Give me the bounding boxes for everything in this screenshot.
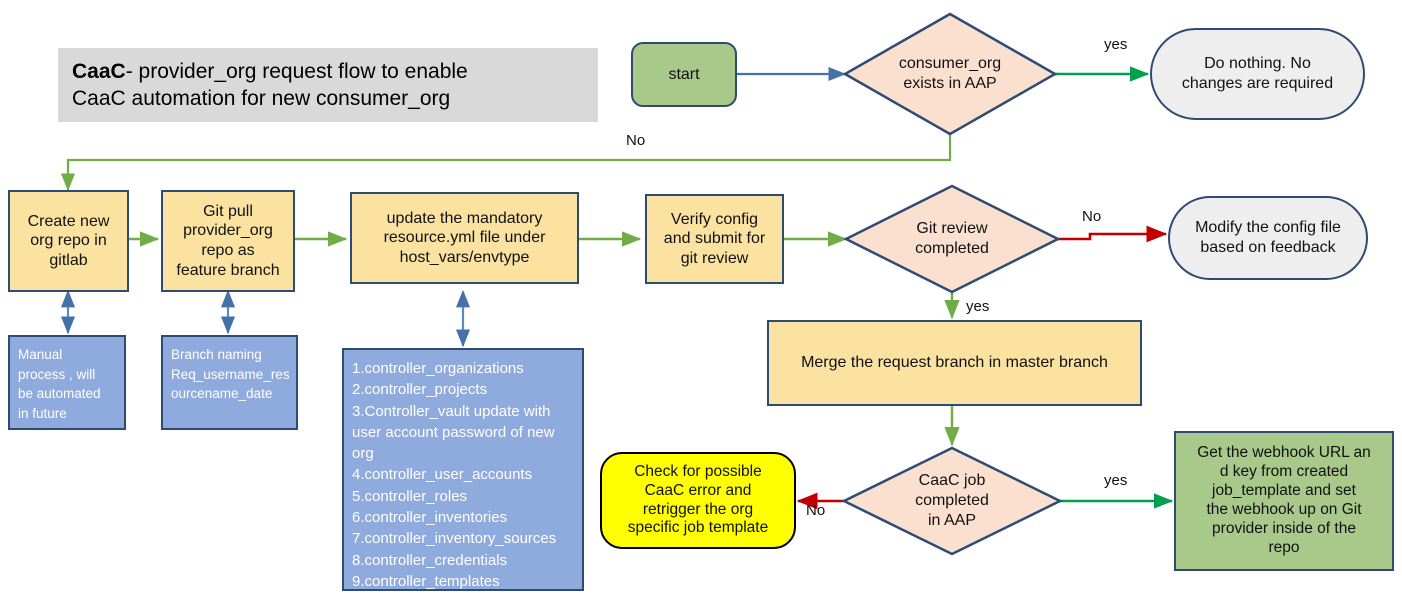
title-bold-caac: CaaC — [72, 59, 126, 83]
list-item: 4.controller_user_accounts — [352, 466, 533, 484]
list-item: 8.controller_credentials — [352, 551, 508, 569]
list-item: 9.controller_templates — [352, 572, 500, 590]
node-create-repo[interactable]: Create new org repo in gitlab — [8, 190, 129, 292]
edge-label-no-caac: No — [806, 502, 826, 519]
node-merge-request[interactable]: Merge the request branch in master branc… — [767, 320, 1142, 406]
node-decision-consumer-org[interactable]: consumer_org exists in AAP — [845, 14, 1055, 134]
list-item: 6.controller_inventories — [352, 509, 508, 527]
node-do-nothing[interactable]: Do nothing. No changes are required — [1150, 28, 1365, 120]
title-line-2: CaaC automation for new consumer_org — [72, 87, 451, 110]
note-controller-list: 1.controller_organizations 2.controller_… — [342, 348, 584, 591]
node-verify-config[interactable]: Verify config and submit for git review — [645, 194, 784, 284]
edge-label-no-git-review: No — [1082, 208, 1102, 225]
node-get-webhook[interactable]: Get the webhook URL an d key from create… — [1174, 431, 1394, 571]
list-item: 2.controller_projects — [352, 381, 488, 399]
node-check-error[interactable]: Check for possible CaaC error and retrig… — [600, 452, 796, 549]
node-start[interactable]: start — [631, 42, 737, 107]
edge-label-yes-git-review: yes — [966, 298, 990, 315]
node-update-resource[interactable]: update the mandatory resource.yml file u… — [350, 192, 579, 284]
note-branch-naming: Branch naming Req_username_res ourcename… — [161, 335, 298, 430]
node-modify-config[interactable]: Modify the config file based on feedback — [1168, 196, 1368, 280]
title-line-1-rest: - provider_org request flow to enable — [125, 59, 468, 83]
edge-label-yes-caac: yes — [1104, 472, 1128, 489]
edge-label-no-top: No — [626, 132, 646, 149]
decision-git-review-label: Git review completed — [915, 220, 989, 257]
list-item: 5.controller_roles — [352, 487, 468, 505]
list-item: 3.Controller_vault update with user acco… — [352, 402, 555, 463]
list-item: 1.controller_organizations — [352, 360, 524, 377]
node-decision-git-review[interactable]: Git review completed — [846, 186, 1058, 292]
decision-caac-job-label: CaaC job completed in AAP — [915, 472, 989, 529]
note-manual-process: Manual process , will be automated in fu… — [8, 335, 126, 430]
node-decision-caac-job[interactable]: CaaC job completed in AAP — [844, 448, 1060, 554]
title-line-1: CaaC- provider_org request flow to enabl… — [72, 58, 584, 85]
list-item: 7.controller_inventory_sources — [352, 530, 557, 548]
edge-label-yes-top: yes — [1104, 36, 1128, 53]
page-title: CaaC- provider_org request flow to enabl… — [58, 48, 598, 122]
decision-consumer-org-label: consumer_org exists in AAP — [898, 55, 1002, 92]
node-git-pull[interactable]: Git pull provider_org repo as feature br… — [161, 190, 295, 292]
